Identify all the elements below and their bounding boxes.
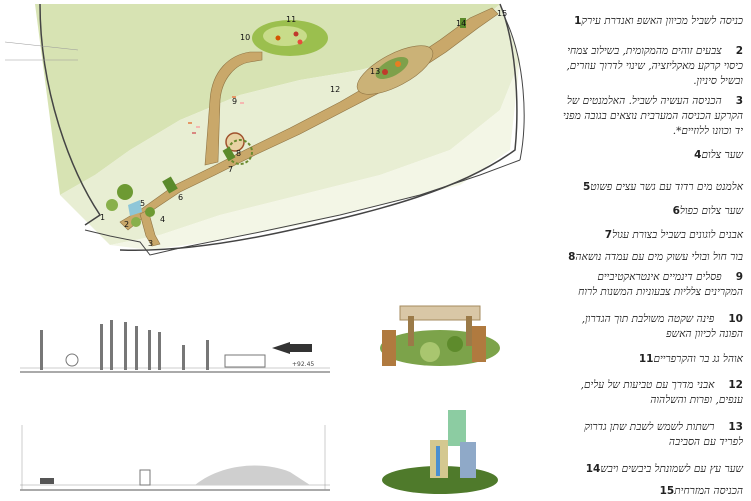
- plan-label-7: 7: [228, 165, 233, 174]
- legend-text: בור חול ובולי עשוק מים עם עמדה נושאה: [575, 251, 743, 263]
- plan-label-9: 9: [232, 97, 237, 106]
- legend-item-14: שער עץ עם לשמונתל ביבשים ויבש14: [572, 462, 743, 477]
- legend-number: 4: [694, 149, 702, 161]
- legend-text: שער צלום: [701, 149, 743, 161]
- plan-label-3: 3: [148, 239, 153, 248]
- legend-list: כניסה לשביל מכיוון האשפ ואנדרת עירק1 2צב…: [540, 6, 751, 501]
- legend-text: הכניסה המזרחית: [674, 485, 743, 497]
- legend-item-12: 12אבני מדרך עם טביעות של עלים, ענפים, ופ…: [563, 378, 743, 408]
- legend-text: הכניסה העשיה לשביל. האלמנטים של הקרקע הכ…: [563, 95, 743, 137]
- site-boundary-bottom: [84, 159, 521, 256]
- gate-marker: [460, 18, 466, 28]
- sculptures: [188, 96, 244, 134]
- legend-text: פינה שקטה משולבת תוך הגדרון, הפונה לכיוו…: [581, 313, 743, 340]
- legend-item-3: 3הכניסה העשיה לשביל. האלמנטים של הקרקע ה…: [563, 94, 743, 139]
- legend-text: אבנים לוגונים בשביל בצורת עגול: [612, 229, 743, 241]
- legend-number: 2: [735, 45, 743, 57]
- legend-item-13: 13רשתות לשמש לשבת שתן גדרוק לפריד עם הסב…: [563, 420, 743, 450]
- legend-text: פסלים דינמיים אינטראקטיביים המקרינים צלל…: [578, 271, 743, 298]
- planting-dot: [382, 69, 388, 75]
- section-drawing-2: [20, 425, 330, 491]
- plan-label-14: 14: [456, 19, 466, 28]
- legend-text: צבעים זוהים מהמקומית, בשילוב צמחי כיסוי …: [566, 45, 743, 87]
- plan-label-2: 2: [124, 220, 129, 229]
- top-garden-inner: [263, 26, 307, 46]
- section-elevation-label: +92.45: [292, 361, 314, 368]
- ref-line: [4, 41, 79, 51]
- plan-label-1: 1: [100, 213, 105, 222]
- legend-number: 3: [735, 95, 743, 107]
- legend-item-5: אלמנט מים רדוד עם גשר עצים פשוט5: [569, 180, 743, 195]
- plan-label-8: 8: [236, 149, 241, 158]
- terrain-band-light: [110, 60, 520, 250]
- legend-number: 15: [659, 485, 675, 497]
- legend-item-15: הכניסה המזרחית15: [646, 484, 743, 499]
- tree: [131, 217, 141, 227]
- legend-number: 7: [604, 229, 613, 241]
- legend-number: 5: [582, 181, 591, 193]
- legend-item-6: שער צלום כפול6: [659, 204, 743, 219]
- legend-number: 12: [728, 379, 743, 391]
- terrain-band-dark: [35, 4, 500, 195]
- legend-text: כניסה לשביל מכיוון האשפ ואנדרת עירק: [581, 15, 743, 27]
- plan-label-5: 5: [140, 199, 145, 208]
- legend-item-11: אוהל גג בר והקרפריים11: [625, 352, 743, 367]
- plan-label-6: 6: [178, 193, 183, 202]
- plan-label-10: 10: [240, 33, 250, 42]
- entrance-path: [139, 209, 161, 247]
- legend-item-9: 9פסלים דינמיים אינטראקטיביים המקרינים צל…: [563, 270, 743, 300]
- plan-label-13: 13: [370, 67, 380, 76]
- legend-text: אבני מדרך עם טביעות של עלים, ענפים, ופרו…: [580, 379, 743, 406]
- site-boundary-line-east: [119, 3, 518, 252]
- legend-text: שער עץ עם לשמונתל ביבשים ויבש: [600, 463, 743, 475]
- legend-number: 14: [585, 463, 601, 475]
- tree: [145, 207, 155, 217]
- site-boundary-line: [39, 3, 102, 226]
- planting-dot: [297, 39, 303, 45]
- legend-item-2: 2צבעים זוהים מהמקומית, בשילוב צמחי כיסוי…: [563, 44, 743, 89]
- planting-dot: [275, 35, 281, 41]
- plan-label-4: 4: [160, 215, 165, 224]
- plan-label-12: 12: [330, 85, 340, 94]
- legend-item-7: אבנים לוגונים בשביל בצורת עגול7: [591, 228, 743, 243]
- plan-label-15: 15: [497, 9, 507, 18]
- legend-item-1: כניסה לשביל מכיוון האשפ ואנדרת עירק1: [560, 14, 743, 29]
- legend-number: 11: [638, 353, 654, 365]
- legend-number: 1: [574, 15, 582, 27]
- planting-dot: [395, 61, 401, 67]
- gate-rendering: [382, 410, 498, 494]
- tree: [117, 184, 133, 200]
- legend-text: אלמנט מים רדוד עם גשר עצים פשוט: [590, 181, 743, 193]
- section-drawing-1: +92.45: [20, 320, 330, 373]
- gate-marker: [162, 176, 178, 194]
- legend-text: רשתות לשמש לשבת שתן גדרוק לפריד עם הסביב…: [584, 421, 743, 448]
- gate-marker: [222, 146, 236, 162]
- legend-number: 9: [735, 271, 743, 283]
- planting-dot: [293, 31, 299, 37]
- pergola-rendering: [380, 305, 500, 366]
- site-boundary-outer: [504, 17, 525, 161]
- legend-text: שער צלום כפול: [679, 205, 743, 217]
- legend-item-4: שער צלום4: [680, 148, 743, 163]
- legend-item-8: בור חול ובולי עשוק מים עם עמדה נושאה8: [554, 250, 743, 265]
- tree: [106, 199, 118, 211]
- legend-number: 6: [672, 205, 680, 217]
- legend-item-10: 10פינה שקטה משולבת תוך הגדרון, הפונה לכי…: [563, 312, 743, 342]
- branch-path: [204, 51, 263, 166]
- legend-number: 8: [568, 251, 576, 263]
- plan-label-11: 11: [286, 15, 296, 24]
- water-element: [128, 200, 142, 216]
- legend-number: 10: [728, 313, 743, 325]
- legend-number: 13: [728, 421, 743, 433]
- legend-text: אוהל גג בר והקרפריים: [653, 353, 743, 365]
